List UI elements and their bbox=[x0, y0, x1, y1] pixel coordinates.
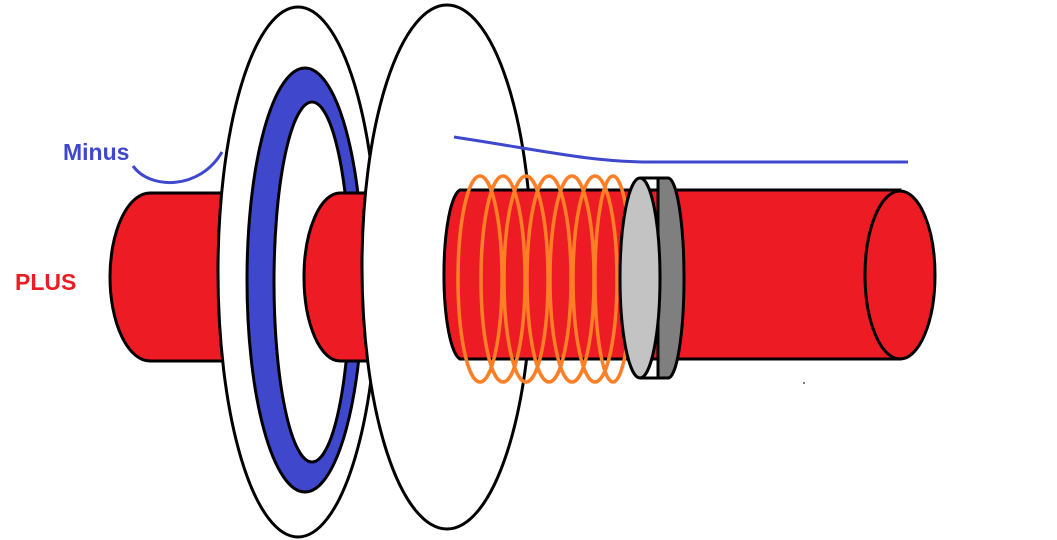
middle-rod-body bbox=[302, 191, 374, 363]
washer-light-face bbox=[618, 176, 662, 380]
washer-edge bbox=[640, 176, 660, 380]
coil-turn bbox=[502, 174, 550, 384]
right-rod bbox=[442, 188, 937, 361]
minus-label: Minus bbox=[63, 139, 129, 165]
minus-wires bbox=[131, 135, 908, 184]
minus-wire-right bbox=[453, 135, 908, 164]
coil-turn bbox=[525, 174, 573, 384]
coil-turn bbox=[479, 174, 527, 384]
plus-label: PLUS bbox=[15, 269, 76, 295]
coil-turn bbox=[456, 174, 504, 384]
minus-wire-left bbox=[131, 151, 224, 184]
coil bbox=[456, 174, 633, 384]
left-rod bbox=[108, 191, 227, 363]
coil-turn bbox=[571, 174, 619, 384]
washer bbox=[618, 176, 686, 380]
left-rod-body bbox=[108, 191, 227, 363]
stray-dot bbox=[803, 382, 805, 384]
middle-rod bbox=[302, 191, 374, 363]
washer-dark-band bbox=[656, 176, 686, 380]
right-rod-end-cap bbox=[863, 189, 937, 361]
